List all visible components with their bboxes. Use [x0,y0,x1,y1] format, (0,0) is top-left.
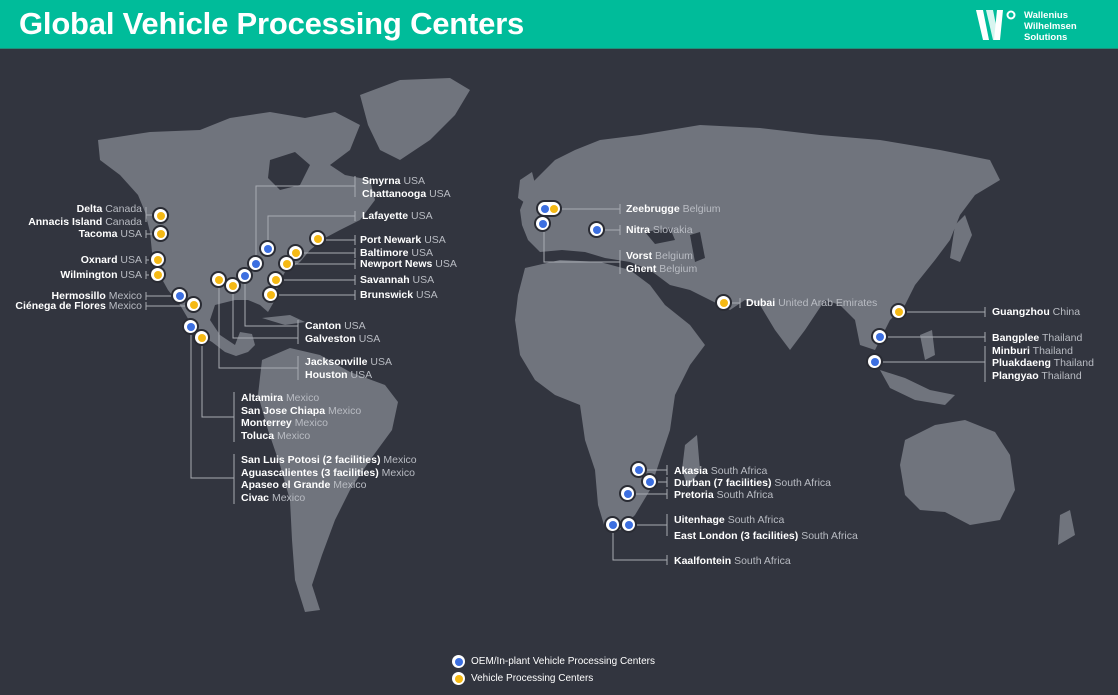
label-zeebrugge: Zeebrugge Belgium [626,203,721,215]
marker-oem-thailand[interactable] [866,353,883,370]
label-group-canton: Canton USA Galveston USA [305,320,381,345]
yellow-dot-icon [719,298,728,307]
world-map-land [98,78,1075,612]
yellow-dot-icon [452,672,465,685]
label-group-jacksonville: Jacksonville USA Houston USA [305,356,392,381]
marker-oem-canton[interactable] [236,267,253,284]
page-title: Global Vehicle Processing Centers [19,6,525,41]
connector-lines [145,176,986,565]
marker-vpc-guangzhou[interactable] [890,303,907,320]
label-guangzhou: Guangzhou China [992,306,1081,318]
label-dubai: Dubai United Arab Emirates [746,297,878,309]
yellow-dot-icon [214,275,223,284]
label-baltimore: Baltimore USA [360,247,433,259]
label-group-west-canada: Delta Canada Annacis Island Canada [28,203,142,228]
marker-vpc-delta[interactable] [152,207,169,224]
yellow-dot-icon [313,234,322,243]
blue-dot-icon [452,655,465,668]
label-newport-news: Newport News USA [360,258,457,270]
world-map [0,50,1118,695]
marker-oem-pretoria[interactable] [619,485,636,502]
label-group-altamira: Altamira Mexico San Jose Chiapa Mexico M… [241,392,362,442]
label-nitra: Nitra Slovakia [626,224,693,236]
marker-oem-lafayette[interactable] [259,240,276,257]
blue-dot-icon [592,225,601,234]
legend-item-vpc: Vehicle Processing Centers [452,672,655,689]
blue-dot-icon [634,465,643,474]
yellow-dot-icon [156,229,165,238]
label-wilmington: Wilmington USA [60,269,142,281]
label-group-smyrna: Smyrna USA Chattanooga USA [362,175,451,200]
label-cienega: Ciénega de Flores Mexico [15,300,142,312]
label-group-uitenhage: Uitenhage South Africa East London (3 fa… [674,514,858,542]
label-group-thailand: Bangplee Thailand Minburi Thailand Pluak… [992,332,1094,382]
marker-zeebrugge[interactable] [536,200,562,217]
yellow-dot-icon [228,281,237,290]
blue-dot-icon [645,477,654,486]
marker-oem-vorst[interactable] [534,215,551,232]
blue-dot-icon [608,520,617,529]
blue-dot-icon [875,332,884,341]
label-pretoria: Pretoria South Africa [674,489,774,501]
marker-vpc-newport-news[interactable] [278,255,295,272]
header-bar: Global Vehicle Processing Centers Wallen… [0,0,1118,49]
yellow-dot-icon [153,270,162,279]
yellow-dot-icon [291,248,300,257]
marker-vpc-port-newark[interactable] [309,230,326,247]
blue-dot-icon [624,520,633,529]
map-legend: OEM/In-plant Vehicle Processing Centers … [452,655,655,689]
marker-oem-durban[interactable] [641,473,658,490]
legend-item-oem: OEM/In-plant Vehicle Processing Centers [452,655,655,672]
label-kaalfontein: Kaalfontein South Africa [674,555,791,567]
label-lafayette: Lafayette USA [362,210,433,222]
yellow-dot-icon [894,307,903,316]
marker-oem-kaalfontein[interactable] [604,516,621,533]
label-durban: Durban (7 facilities) South Africa [674,477,831,489]
label-akasia: Akasia South Africa [674,465,768,477]
marker-oem-nitra[interactable] [588,221,605,238]
label-group-vorst: Vorst Belgium Ghent Belgium [626,250,698,275]
company-logo: Wallenius Wilhelmsen Solutions [976,8,1111,43]
marker-oem-bangplee[interactable] [871,328,888,345]
blue-dot-icon [175,291,184,300]
marker-oem-smyrna[interactable] [247,255,264,272]
marker-vpc-cienega[interactable] [185,296,202,313]
blue-dot-icon [263,244,272,253]
yellow-dot-icon [550,204,558,213]
blue-dot-icon [623,489,632,498]
marker-vpc-wilmington[interactable] [149,266,166,283]
marker-vpc-mexico-east[interactable] [193,329,210,346]
yellow-dot-icon [282,259,291,268]
blue-dot-icon [870,357,879,366]
blue-dot-icon [240,271,249,280]
label-oxnard: Oxnard USA [80,254,142,266]
marker-vpc-dubai[interactable] [715,294,732,311]
blue-dot-icon [538,219,547,228]
label-port-newark: Port Newark USA [360,234,446,246]
label-group-slp: San Luis Potosi (2 facilities) Mexico Ag… [241,454,417,504]
wws-logo-icon [976,10,1016,40]
blue-dot-icon [251,259,260,268]
marker-oem-akasia[interactable] [630,461,647,478]
yellow-dot-icon [271,275,280,284]
label-hermosillo: Hermosillo Mexico [51,290,142,302]
yellow-dot-icon [266,290,275,299]
marker-oem-hermosillo[interactable] [171,287,188,304]
marker-vpc-galveston[interactable] [224,277,241,294]
yellow-dot-icon [156,211,165,220]
yellow-dot-icon [197,333,206,342]
logo-text: Wallenius Wilhelmsen Solutions [1024,10,1077,43]
blue-dot-icon [186,322,195,331]
blue-dot-icon [540,204,549,213]
label-tacoma: Tacoma USA [78,228,142,240]
marker-vpc-brunswick[interactable] [262,286,279,303]
label-brunswick: Brunswick USA [360,289,438,301]
yellow-dot-icon [189,300,198,309]
marker-oem-uitenhage[interactable] [620,516,637,533]
yellow-dot-icon [153,255,162,264]
marker-vpc-tacoma[interactable] [152,225,169,242]
label-savannah: Savannah USA [360,274,435,286]
